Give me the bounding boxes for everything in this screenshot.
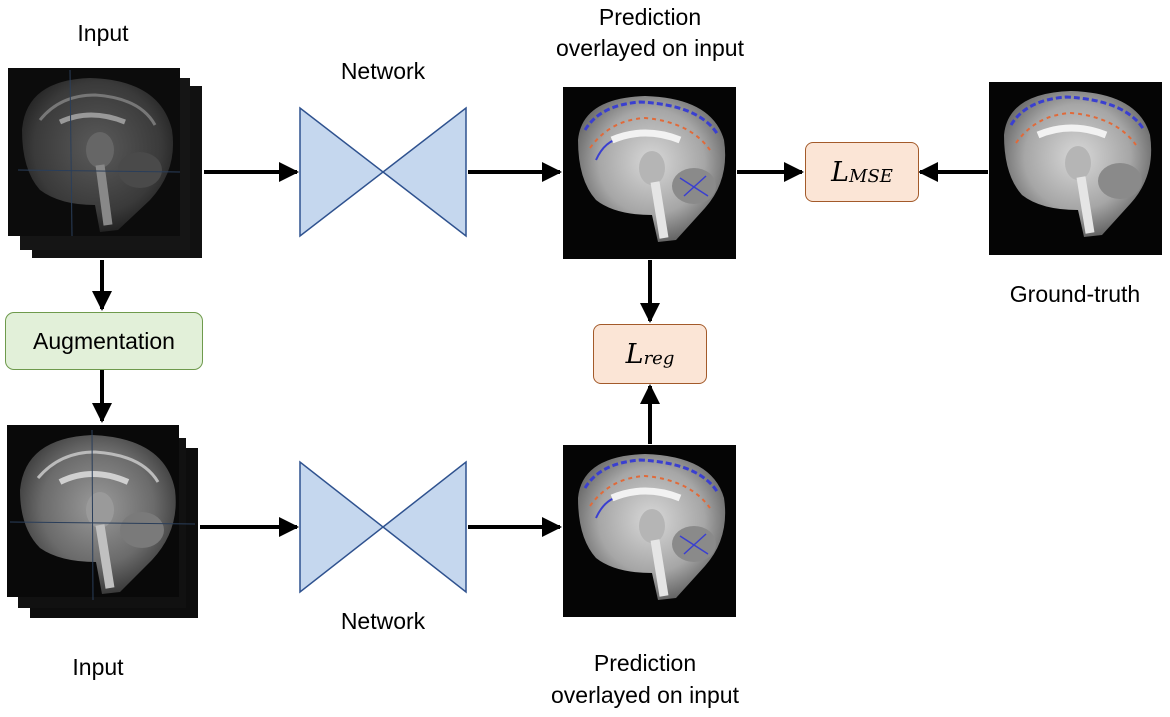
prediction-top-label-line1: Prediction	[598, 4, 702, 30]
prediction-image-top	[563, 87, 736, 259]
ground-truth-label: Ground-truth	[1009, 281, 1141, 307]
loss-mse-subscript: MSE	[849, 165, 893, 187]
loss-reg-base: L	[625, 338, 644, 370]
loss-reg-subscript: reg	[643, 347, 675, 369]
augmentation-label: Augmentation	[33, 327, 175, 354]
prediction-image-bottom	[563, 445, 736, 617]
prediction-top-label-line2: overlayed on input	[556, 35, 744, 61]
mri-slice-input-bottom	[9, 429, 196, 601]
ground-truth-image	[989, 82, 1162, 255]
prediction-bottom-label-line2: overlayed on input	[551, 682, 739, 708]
input-top-label: Input	[77, 20, 129, 46]
network-top	[299, 106, 467, 238]
prediction-bottom-label-line1: Prediction	[593, 650, 697, 676]
augmentation-box: Augmentation	[5, 312, 203, 370]
arrows	[92, 162, 988, 537]
input-stack-top	[8, 68, 202, 258]
network-bottom-label: Network	[340, 608, 426, 634]
loss-mse-base: L	[831, 156, 850, 188]
network-top-label: Network	[340, 58, 426, 84]
network-bottom	[299, 460, 467, 594]
input-bottom-label: Input	[72, 654, 124, 680]
mri-slice-input-top	[17, 69, 181, 237]
input-stack-bottom	[7, 425, 198, 618]
